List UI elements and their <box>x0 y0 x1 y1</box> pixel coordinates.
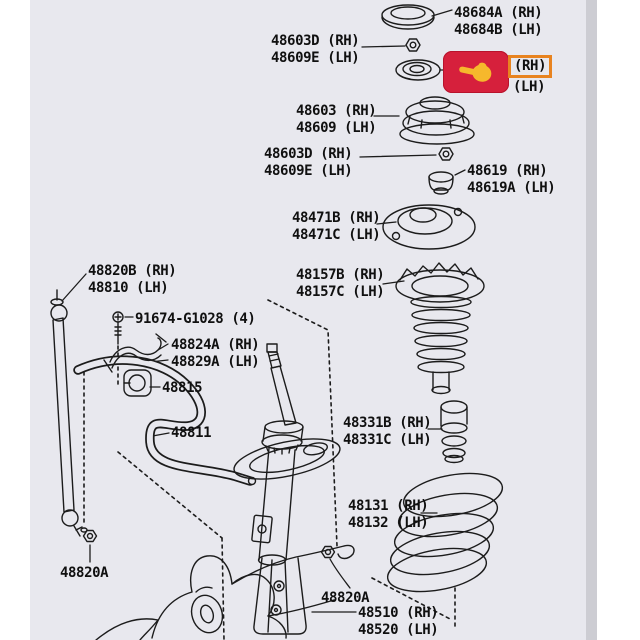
label-48471: 48471B (RH) 48471C (LH) <box>292 210 381 243</box>
stabilizer-bushing-drawing <box>123 369 152 397</box>
label-48131: 48131 (RH) 48132 (LH) <box>348 498 429 531</box>
strut-support-drawing <box>399 96 475 145</box>
spring-seat-dust-cover-drawing <box>395 262 485 395</box>
highlighted-rh-label: (RH) <box>508 55 553 78</box>
stabilizer-bracket-drawing <box>103 333 167 373</box>
upper-nut-drawing <box>405 38 421 52</box>
stabilizer-bar-drawing <box>73 355 257 486</box>
bolt-drawing <box>112 311 124 345</box>
label-48157: 48157B (RH) 48157C (LH) <box>296 267 385 300</box>
label-48820b: 48820B (RH) 48810 (LH) <box>88 263 177 296</box>
coil-spring-drawing <box>386 472 504 593</box>
bump-stopper-drawing <box>440 400 468 464</box>
label-48331: 48331B (RH) 48331C (LH) <box>343 415 432 448</box>
pointing-hand-icon <box>459 62 492 82</box>
highlight-marker <box>443 51 509 93</box>
label-48824: 48824A (RH) 48829A (LH) <box>171 337 260 370</box>
label-48684: 48684A (RH) 48684B (LH) <box>454 5 543 38</box>
label-48603d-upper: 48603D (RH) 48609E (LH) <box>271 33 360 66</box>
collar-bushing-drawing <box>428 171 454 195</box>
leader-lines <box>61 9 466 613</box>
stabilizer-link-drawing <box>50 289 88 537</box>
label-48820a-left: 48820A <box>60 565 109 581</box>
shock-absorber-drawing <box>233 343 341 635</box>
label-48510: 48510 (RH) 48520 (LH) <box>358 605 439 638</box>
right-border-band <box>586 0 597 640</box>
strut-cap-drawing <box>381 4 435 30</box>
label-48820a-center: 48820A <box>321 590 370 606</box>
label-48811: 48811 <box>171 425 212 441</box>
highlighted-lh-label: (LH) <box>513 79 546 95</box>
assembly-dashed-lines <box>83 299 456 640</box>
link-nut-left-drawing <box>82 529 98 543</box>
label-48603: 48603 (RH) 48609 (LH) <box>296 103 377 136</box>
label-48619: 48619 (RH) 48619A (LH) <box>467 163 556 196</box>
label-91674: 91674-G1028 (4) <box>135 311 256 327</box>
highlighted-washer-drawing <box>395 59 441 81</box>
label-48603d-lower: 48603D (RH) 48609E (LH) <box>264 146 353 179</box>
mid-nut-drawing <box>438 147 454 161</box>
support-sub-assembly-drawing <box>382 204 476 250</box>
steering-knuckle-drawing <box>95 544 355 640</box>
label-48815: 48815 <box>162 380 203 396</box>
